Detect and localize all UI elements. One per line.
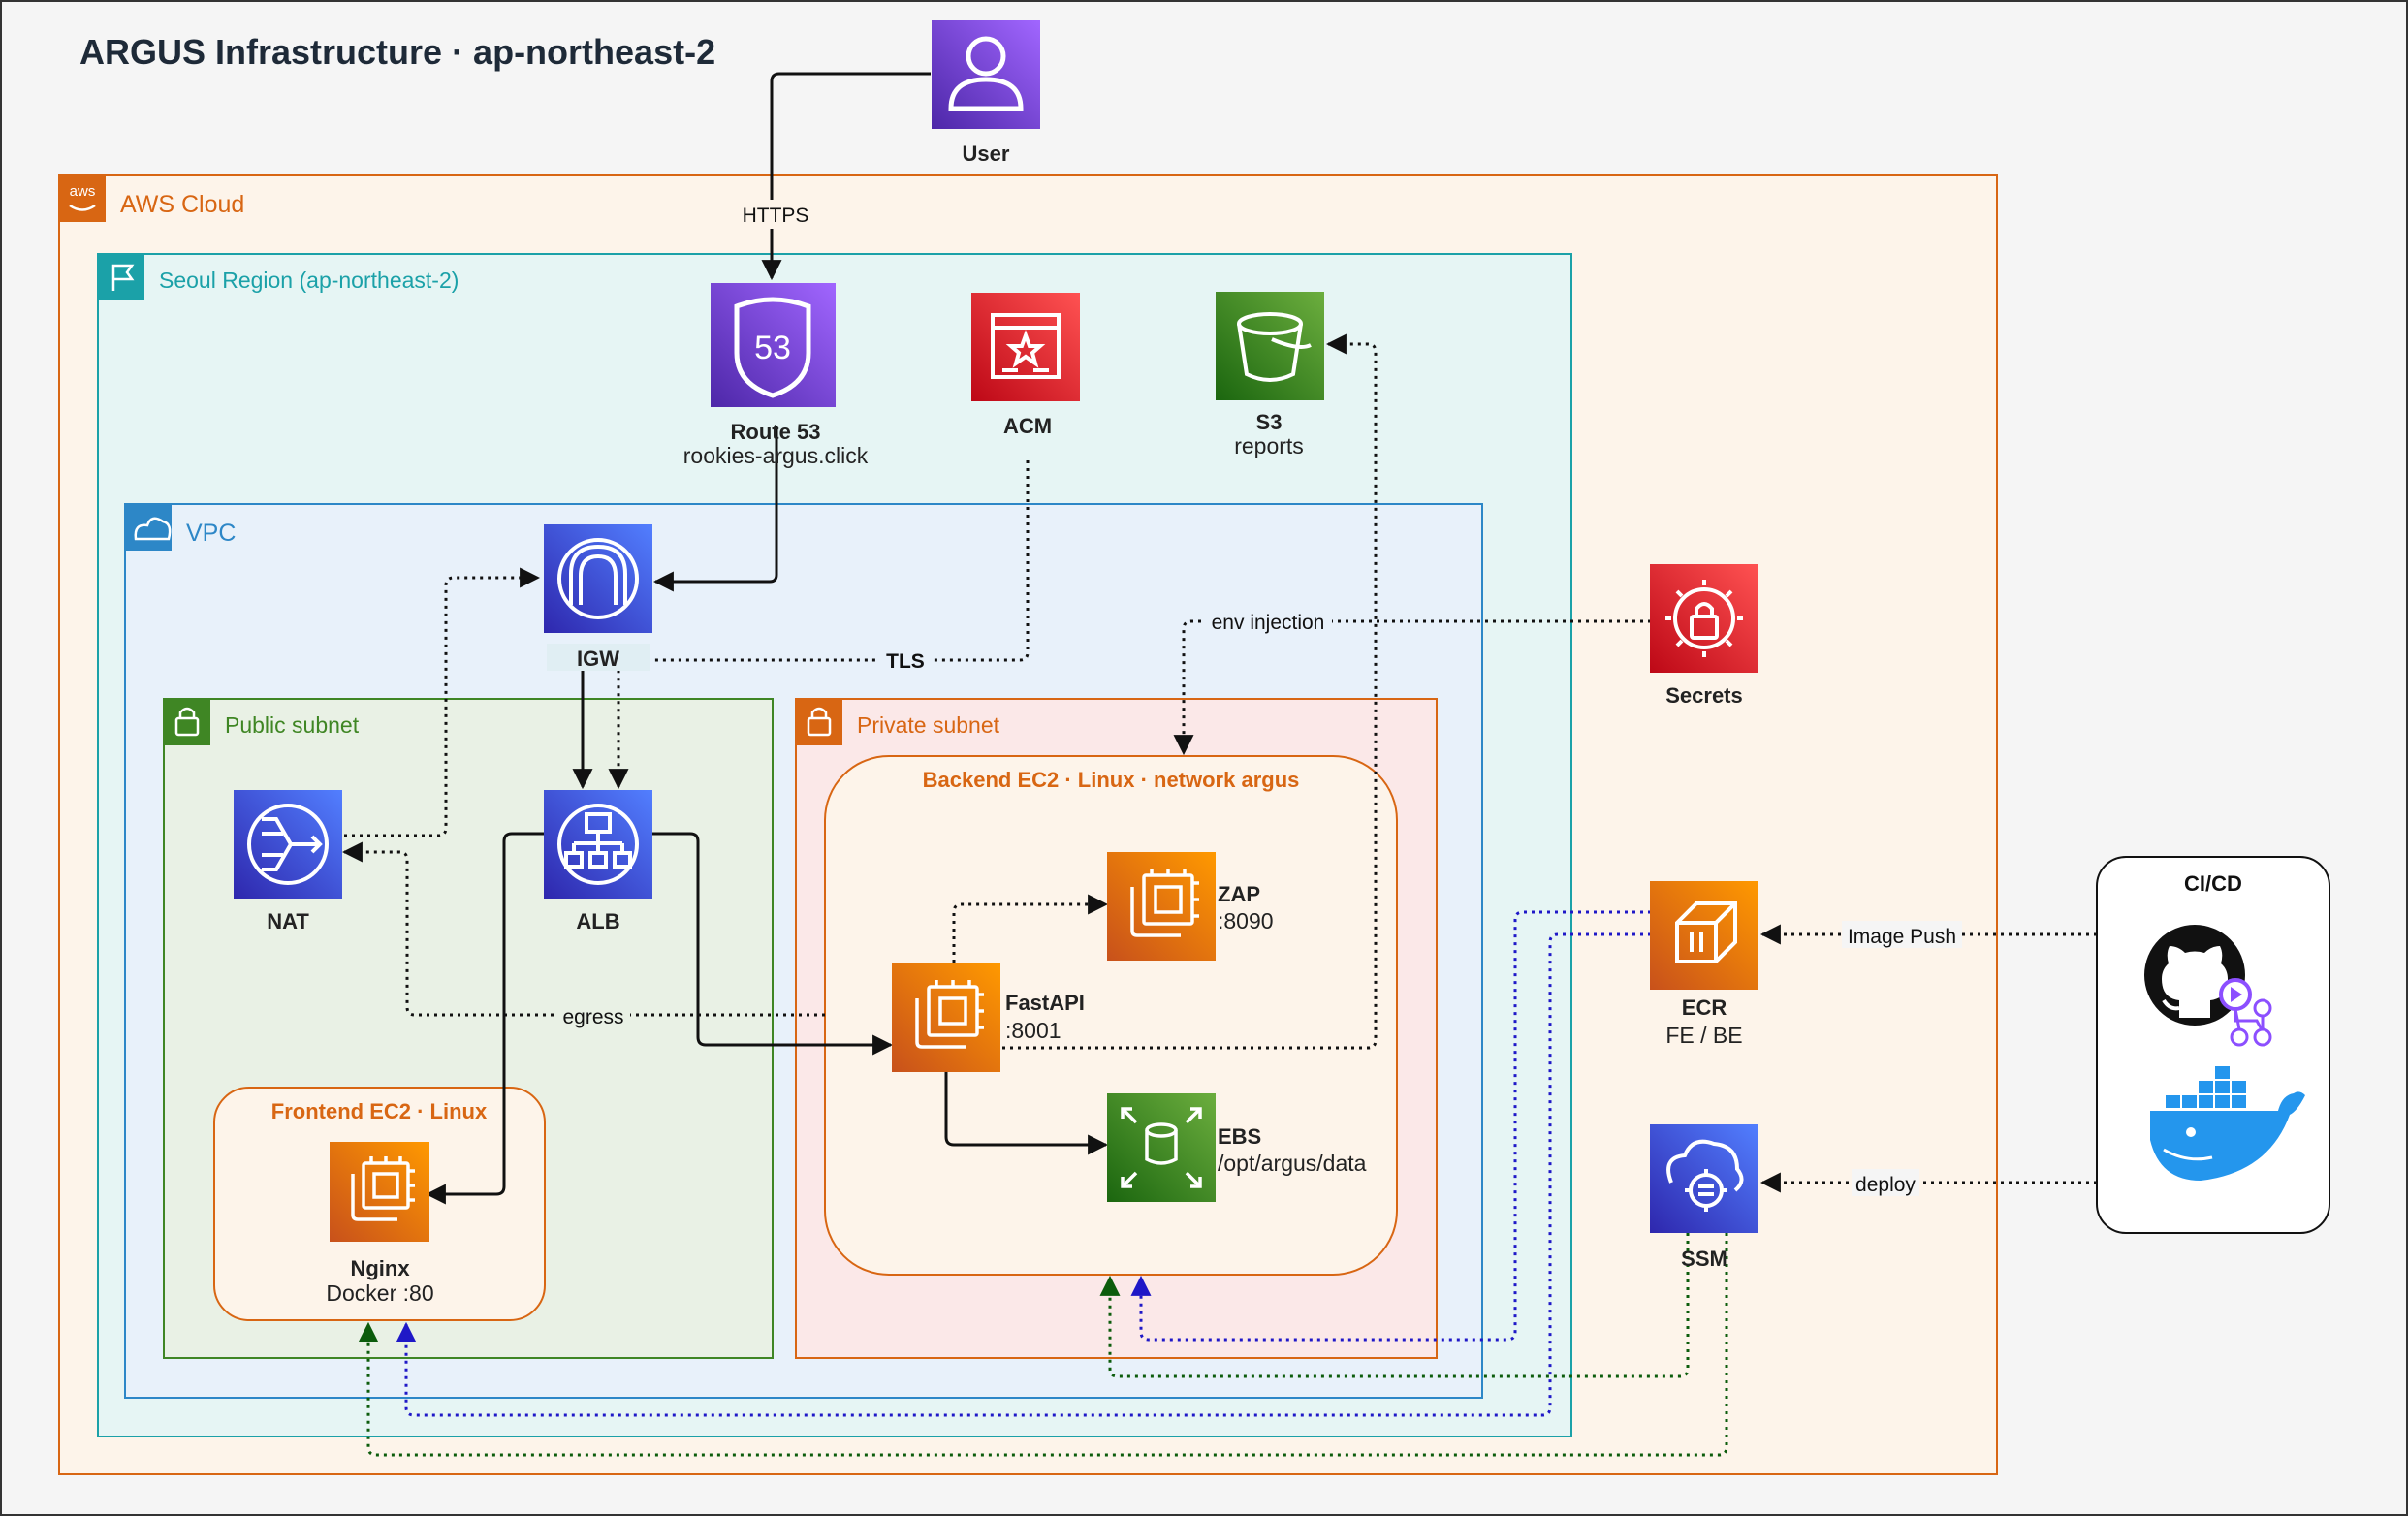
public-lock-icon — [174, 716, 200, 737]
edge-label-tls: TLS — [886, 650, 925, 673]
node-nginx[interactable]: Nginx Docker :80 — [326, 1142, 434, 1306]
github-icon[interactable] — [2144, 925, 2272, 1047]
node-igw[interactable]: IGW — [544, 524, 652, 671]
fastapi-label: FastAPI — [1005, 991, 1085, 1015]
node-s3[interactable]: S3 reports — [1216, 292, 1324, 458]
route53-label: Route 53 — [731, 420, 821, 444]
ssm-label: SSM — [1681, 1247, 1727, 1271]
vpc-label: VPC — [186, 520, 236, 547]
cicd-label: CI/CD — [2184, 871, 2242, 896]
ssm-icon — [1666, 1139, 1744, 1212]
nginx-sublabel: Docker :80 — [326, 1280, 433, 1306]
edge-ssm-backend — [1099, 1233, 1690, 1378]
node-ecr[interactable]: ECR FE / BE — [1650, 881, 1758, 1048]
aws-badge: aws — [70, 183, 96, 200]
node-ssm[interactable]: SSM — [1650, 1124, 1758, 1271]
private-lock-icon — [807, 716, 832, 737]
svg-text:53: 53 — [754, 330, 791, 366]
private-subnet-label: Private subnet — [857, 712, 1000, 738]
edge-alb-nginx — [425, 832, 544, 1205]
public-subnet-label: Public subnet — [225, 712, 360, 738]
s3-sublabel: reports — [1234, 433, 1304, 458]
edge-nat-igw — [344, 567, 541, 837]
node-alb[interactable]: ALB — [544, 790, 652, 933]
ecr-icon — [1675, 901, 1737, 963]
node-ebs[interactable]: EBS /opt/argus/data — [1107, 1093, 1367, 1202]
s3-label: S3 — [1256, 410, 1283, 434]
zap-sublabel: :8090 — [1218, 908, 1274, 933]
node-nat[interactable]: NAT — [234, 790, 342, 933]
edge-alb-fastapi — [652, 832, 894, 1056]
edge-fastapi-nat-egress — [341, 841, 825, 1017]
edge-labels: HTTPS TLS env injection egress Image Pus… — [556, 200, 1962, 1196]
fastapi-sublabel: :8001 — [1005, 1018, 1061, 1043]
edge-secrets-backend-env — [1173, 619, 1651, 756]
edge-fastapi-ebs — [944, 1068, 1109, 1155]
docker-icon[interactable] — [2150, 1066, 2305, 1181]
secrets-label: Secrets — [1665, 683, 1743, 708]
edge-label-https: HTTPS — [743, 205, 809, 227]
edge-label-env-injection: env injection — [1212, 612, 1325, 634]
node-secrets[interactable]: Secrets — [1650, 564, 1758, 708]
ec2-chip-icon — [915, 980, 984, 1049]
igw-label: IGW — [577, 647, 619, 671]
edge-fastapi-s3 — [1002, 333, 1378, 1050]
node-fastapi[interactable]: FastAPI :8001 — [892, 963, 1085, 1072]
route53-sublabel: rookies-argus.click — [683, 443, 869, 468]
edges — [341, 72, 2097, 1457]
edge-label-image-push: Image Push — [1848, 926, 1956, 948]
ebs-sublabel: /opt/argus/data — [1218, 1151, 1367, 1176]
edge-ecr-backend-pull — [1130, 910, 1651, 1342]
node-user[interactable]: User — [932, 20, 1040, 166]
ec2-chip-icon — [351, 1156, 415, 1221]
region-label: Seoul Region (ap-northeast-2) — [159, 268, 459, 293]
edge-label-egress: egress — [562, 1006, 623, 1028]
node-zap[interactable]: ZAP :8090 — [1107, 852, 1274, 961]
page-title: ARGUS Infrastructure · ap-northeast-2 — [79, 32, 715, 72]
frontend-ec2-label: Frontend EC2 · Linux — [271, 1099, 488, 1123]
edge-user-route53 — [761, 72, 931, 281]
aws-cloud-label: AWS Cloud — [120, 191, 244, 218]
user-label: User — [963, 142, 1010, 166]
bucket-icon — [1237, 312, 1312, 382]
load-balancer-icon — [557, 804, 639, 885]
acm-label: ACM — [1003, 414, 1052, 438]
ecr-label: ECR — [1682, 995, 1727, 1020]
backend-ec2-label: Backend EC2 · Linux · network argus — [923, 768, 1300, 792]
certificate-icon — [991, 313, 1061, 379]
edge-fastapi-zap — [952, 894, 1109, 963]
nat-gateway-icon — [247, 804, 329, 885]
region-flag-icon — [111, 264, 135, 291]
zap-label: ZAP — [1218, 882, 1260, 906]
ec2-chip-icon — [1130, 869, 1199, 937]
vpc-cloud-icon — [134, 517, 172, 541]
ebs-volume-icon — [1121, 1107, 1202, 1188]
route53-icon: 53 — [734, 297, 811, 398]
ecr-sublabel: FE / BE — [1665, 1023, 1742, 1048]
internet-gateway-icon — [557, 538, 639, 619]
node-acm[interactable]: ACM — [971, 293, 1080, 438]
node-route53[interactable]: 53 Route 53 rookies-argus.click — [683, 283, 869, 468]
user-icon — [948, 36, 1024, 111]
ebs-label: EBS — [1218, 1124, 1261, 1149]
edge-route53-igw — [652, 426, 778, 592]
nat-label: NAT — [267, 909, 309, 933]
alb-label: ALB — [576, 909, 619, 933]
edge-label-deploy: deploy — [1855, 1174, 1916, 1196]
edge-ecr-frontend-pull — [396, 932, 1651, 1417]
secrets-manager-icon — [1665, 580, 1743, 657]
nginx-label: Nginx — [350, 1256, 410, 1280]
